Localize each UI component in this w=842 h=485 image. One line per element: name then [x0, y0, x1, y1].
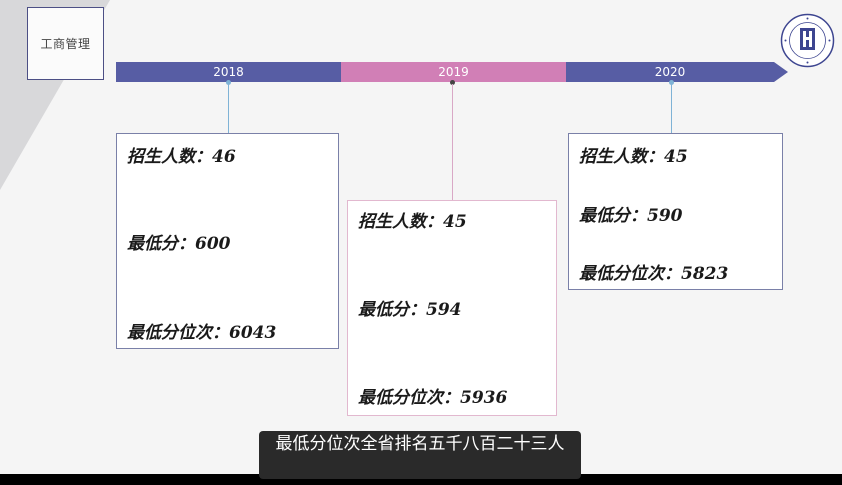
- enroll-count: 招生人数：46: [127, 147, 236, 167]
- stats-card-2018: 招生人数：46 最低分：600 最低分位次：6043: [116, 133, 339, 349]
- timeline-bar: 2018 2019 2020: [116, 62, 788, 82]
- connector-2019: [452, 84, 453, 200]
- timeline-marker-2020: [669, 80, 674, 85]
- timeline-marker-2018: [226, 80, 231, 85]
- title-box: 工商管理: [27, 7, 104, 80]
- university-seal-icon: [780, 13, 835, 68]
- min-rank: 最低分位次：6043: [127, 323, 277, 343]
- stats-card-2019: 招生人数：45 最低分：594 最低分位次：5936: [347, 200, 557, 416]
- stats-card-2020: 招生人数：45 最低分：590 最低分位次：5823: [568, 133, 783, 290]
- min-rank: 最低分位次：5823: [579, 264, 729, 284]
- slide: 工商管理 2018 2019 2020 招生人数：46 最低分：600 最低分位…: [0, 0, 842, 474]
- connector-2018: [228, 84, 229, 133]
- timeline-year-2020: 2020: [566, 62, 774, 82]
- min-rank: 最低分位次：5936: [358, 388, 508, 408]
- min-score: 最低分：600: [127, 234, 231, 254]
- connector-2020: [671, 84, 672, 133]
- min-score: 最低分：590: [579, 206, 683, 226]
- page-title: 工商管理: [40, 37, 91, 51]
- timeline-year-2019: 2019: [341, 62, 566, 82]
- enroll-count: 招生人数：45: [579, 147, 688, 167]
- timeline-year-2018: 2018: [116, 62, 341, 82]
- timeline-arrow-icon: [774, 62, 788, 82]
- min-score: 最低分：594: [358, 300, 462, 320]
- timeline-marker-2019: [450, 80, 455, 85]
- video-subtitle: 最低分位次全省排名五千八百二十三人: [259, 431, 581, 479]
- enroll-count: 招生人数：45: [358, 212, 467, 232]
